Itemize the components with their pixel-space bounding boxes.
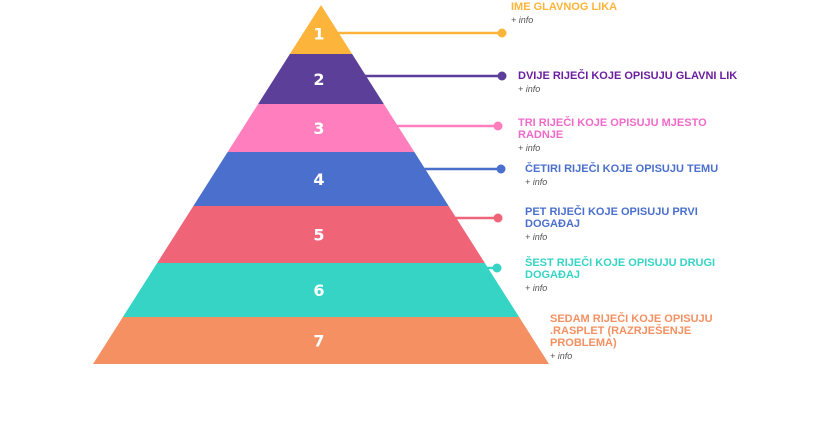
level-title: SEDAM RIJEČI KOJE OPISUJU .RASPLET (RAZR… [550, 313, 713, 349]
level-number: 7 [313, 332, 324, 351]
pyramid-level-3[interactable] [227, 104, 415, 152]
pyramid-level-2[interactable] [258, 54, 384, 104]
level-title: DVIJE RIJEČI KOJE OPISUJU GLAVNI LIK [518, 70, 738, 82]
level-title: IME GLAVNOG LIKA [511, 1, 618, 13]
connector-dot [493, 213, 503, 223]
level-label-7: SEDAM RIJEČI KOJE OPISUJU .RASPLET (RAZR… [550, 313, 750, 361]
level-label-6: ŠEST RIJEČI KOJE OPISUJU DRUGI DOGAĐAJ + … [525, 257, 755, 293]
connector-dot [497, 28, 507, 38]
info-link[interactable]: + info [525, 283, 548, 293]
level-label-4: ČETIRI RIJEČI KOJE OPISUJU TEMU + info [525, 163, 755, 187]
pyramid-level-4[interactable] [193, 152, 449, 206]
pyramid-level-5[interactable] [157, 206, 485, 263]
info-link[interactable]: + info [511, 15, 534, 25]
pyramid-level-1[interactable] [289, 5, 353, 54]
info-link[interactable]: + info [525, 232, 548, 242]
info-link[interactable]: + info [518, 143, 541, 153]
connector-dot [492, 263, 502, 273]
connector-dot [497, 71, 507, 81]
level-title: ČETIRI RIJEČI KOJE OPISUJU TEMU [525, 163, 719, 175]
connector-dot [496, 164, 506, 174]
level-number: 5 [313, 226, 324, 245]
pyramid-level-7[interactable] [93, 317, 549, 364]
level-number: 2 [313, 70, 324, 89]
connector-dot [493, 121, 503, 131]
level-title: PET RIJEČI KOJE OPISUJU PRVI DOGAĐAJ [525, 206, 698, 230]
info-link[interactable]: + info [525, 177, 548, 187]
info-link[interactable]: + info [550, 351, 573, 361]
level-number: 6 [313, 281, 324, 300]
level-label-1: IME GLAVNOG LIKA + info [511, 1, 631, 25]
info-link[interactable]: + info [518, 84, 541, 94]
level-title: TRI RIJEČI KOJE OPISUJU MJESTO RADNJE [518, 117, 707, 141]
level-label-3: TRI RIJEČI KOJE OPISUJU MJESTO RADNJE + i… [518, 117, 748, 153]
level-label-2: DVIJE RIJEČI KOJE OPISUJU GLAVNI LIK + in… [518, 70, 818, 94]
pyramid-level-6[interactable] [122, 263, 520, 317]
level-number: 3 [313, 119, 324, 138]
level-label-5: PET RIJEČI KOJE OPISUJU PRVI DOGAĐAJ + in… [525, 206, 755, 242]
level-number: 4 [313, 170, 324, 189]
level-number: 1 [313, 25, 324, 44]
level-title: ŠEST RIJEČI KOJE OPISUJU DRUGI DOGAĐAJ [525, 257, 716, 281]
